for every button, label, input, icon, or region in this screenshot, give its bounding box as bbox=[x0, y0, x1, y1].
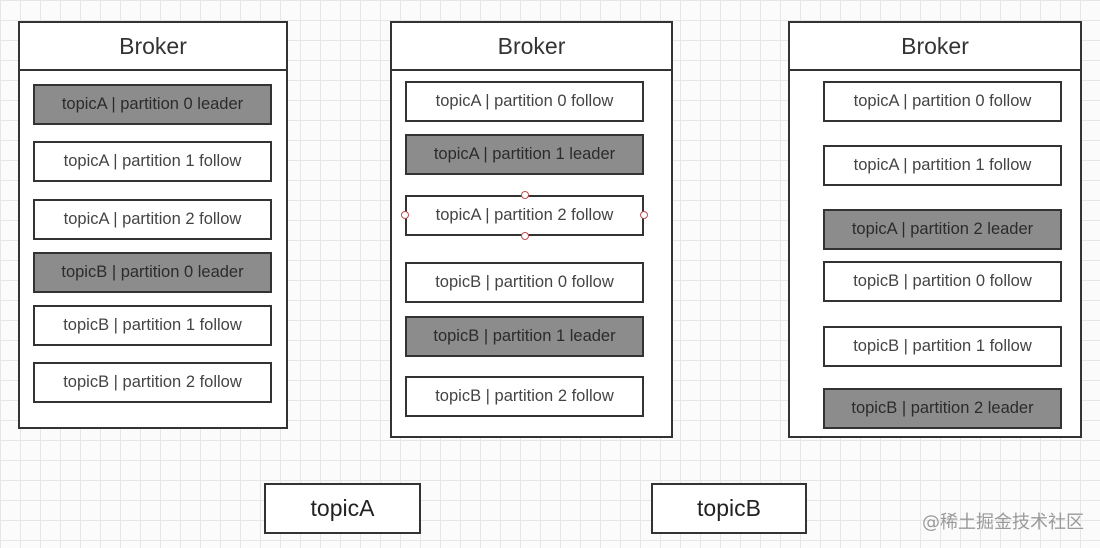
partition-box[interactable]: topicA | partition 0 follow bbox=[823, 81, 1062, 122]
partition-box[interactable]: topicA | partition 0 leader bbox=[33, 84, 272, 125]
selection-handle-top[interactable] bbox=[521, 191, 529, 199]
partition-box[interactable]: topicA | partition 2 follow bbox=[33, 199, 272, 240]
partition-box[interactable]: topicB | partition 0 follow bbox=[405, 262, 644, 303]
broker-title: Broker bbox=[392, 23, 671, 71]
partition-box[interactable]: topicB | partition 2 leader bbox=[823, 388, 1062, 429]
topic-box-a[interactable]: topicA bbox=[264, 483, 421, 534]
broker-title: Broker bbox=[20, 23, 286, 71]
partition-box[interactable]: topicB | partition 0 follow bbox=[823, 261, 1062, 302]
partition-box[interactable]: topicA | partition 2 leader bbox=[823, 209, 1062, 250]
watermark-text: @稀土掘金技术社区 bbox=[922, 512, 1084, 533]
partition-box[interactable]: topicA | partition 1 follow bbox=[823, 145, 1062, 186]
partition-box[interactable]: topicB | partition 1 follow bbox=[33, 305, 272, 346]
partition-box[interactable]: topicA | partition 1 follow bbox=[33, 141, 272, 182]
selection-handle-bottom[interactable] bbox=[521, 232, 529, 240]
selection-handle-right[interactable] bbox=[640, 211, 648, 219]
partition-box[interactable]: topicA | partition 0 follow bbox=[405, 81, 644, 122]
partition-box[interactable]: topicB | partition 1 leader bbox=[405, 316, 644, 357]
partition-box[interactable]: topicA | partition 1 leader bbox=[405, 134, 644, 175]
partition-box[interactable]: topicB | partition 0 leader bbox=[33, 252, 272, 293]
partition-box[interactable]: topicB | partition 2 follow bbox=[405, 376, 644, 417]
partition-box[interactable]: topicB | partition 1 follow bbox=[823, 326, 1062, 367]
topic-box-b[interactable]: topicB bbox=[651, 483, 807, 534]
partition-box-selected[interactable]: topicA | partition 2 follow bbox=[405, 195, 644, 236]
partition-box[interactable]: topicB | partition 2 follow bbox=[33, 362, 272, 403]
selection-handle-left[interactable] bbox=[401, 211, 409, 219]
broker-title: Broker bbox=[790, 23, 1080, 71]
